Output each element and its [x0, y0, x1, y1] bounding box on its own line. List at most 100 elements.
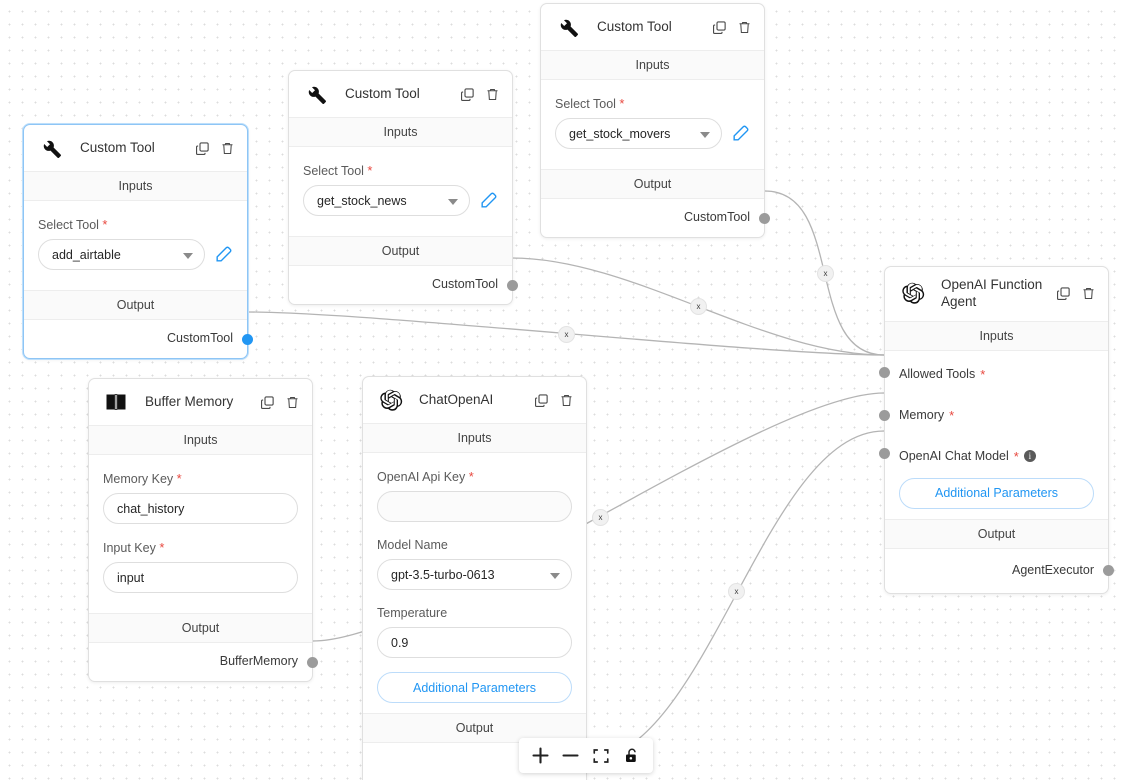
node-title: Custom Tool: [80, 139, 155, 155]
edit-icon[interactable]: [731, 124, 750, 143]
edge-delete-button[interactable]: x: [817, 265, 834, 282]
node-header-actions[interactable]: [712, 20, 752, 35]
canvas-controls-toolbar[interactable]: [519, 738, 653, 773]
allowed-tools-handle[interactable]: [879, 367, 890, 379]
allowed-tools-label: Allowed Tools: [899, 367, 976, 382]
node-header-actions[interactable]: [1056, 286, 1096, 301]
memory-key-input[interactable]: chat_history: [103, 493, 298, 524]
model-name-value: gpt-3.5-turbo-0613: [391, 567, 495, 582]
additional-parameters-button[interactable]: Additional Parameters: [377, 672, 572, 703]
zoom-out-icon[interactable]: [557, 742, 584, 769]
delete-icon[interactable]: [485, 87, 500, 102]
required-marker: *: [468, 469, 474, 484]
select-tool-dropdown[interactable]: get_stock_news: [303, 185, 470, 216]
required-marker: *: [1013, 448, 1019, 464]
fit-view-icon[interactable]: [588, 742, 615, 769]
edge-delete-button[interactable]: x: [728, 583, 745, 600]
node-header-actions[interactable]: [195, 141, 235, 156]
delete-icon[interactable]: [559, 393, 574, 408]
node-header-actions[interactable]: [460, 87, 500, 102]
node-custom-tool-2[interactable]: Custom Tool Inputs Select Tool * get_sto…: [288, 70, 518, 305]
openai-chat-model-handle[interactable]: [879, 448, 890, 460]
delete-icon[interactable]: [220, 141, 235, 156]
node-header: Custom Tool: [289, 71, 512, 117]
node-header-actions[interactable]: [260, 395, 300, 410]
output-handle[interactable]: [1103, 565, 1114, 577]
select-tool-dropdown[interactable]: get_stock_movers: [555, 118, 722, 149]
node-title: ChatOpenAI: [419, 391, 494, 407]
node-header-actions[interactable]: [534, 393, 574, 408]
node-title: Buffer Memory: [145, 393, 234, 409]
output-section-label: Output: [541, 169, 764, 199]
node-custom-tool-1[interactable]: Custom Tool Inputs Select Tool * add_air…: [23, 124, 253, 359]
chevron-down-icon: [700, 131, 710, 138]
duplicate-icon[interactable]: [260, 395, 275, 410]
duplicate-icon[interactable]: [534, 393, 549, 408]
output-section-label: Output: [89, 613, 312, 643]
duplicate-icon[interactable]: [1056, 286, 1071, 301]
temperature-label: Temperature: [377, 606, 448, 620]
lock-icon[interactable]: [618, 742, 645, 769]
required-marker: *: [619, 96, 625, 111]
memory-key-value: chat_history: [117, 501, 185, 516]
output-row: CustomTool: [541, 199, 770, 237]
required-marker: *: [159, 540, 165, 555]
inputs-section-label: Inputs: [541, 50, 764, 80]
memory-key-label: Memory Key *: [103, 471, 182, 486]
input-row-openai-chat-model: OpenAI Chat Model * i: [879, 436, 1108, 472]
duplicate-icon[interactable]: [460, 87, 475, 102]
output-row: BufferMemory: [89, 643, 318, 681]
edge-delete-button[interactable]: x: [592, 509, 609, 526]
duplicate-icon[interactable]: [195, 141, 210, 156]
edit-icon[interactable]: [479, 191, 498, 210]
output-row: AgentExecutor: [885, 549, 1114, 593]
output-handle[interactable]: [242, 333, 253, 345]
openai-api-key-input[interactable]: [377, 491, 572, 522]
node-header: ChatOpenAI: [363, 377, 586, 423]
input-key-field: Input Key * input: [89, 540, 312, 593]
output-label: CustomTool: [167, 331, 233, 345]
output-handle[interactable]: [307, 656, 318, 668]
info-icon[interactable]: i: [1023, 450, 1036, 463]
edge-delete-button[interactable]: x: [558, 326, 575, 343]
node-header: Custom Tool: [24, 125, 247, 171]
input-key-input[interactable]: input: [103, 562, 298, 593]
select-tool-dropdown[interactable]: add_airtable: [38, 239, 205, 270]
required-marker: *: [980, 366, 986, 382]
output-handle[interactable]: [759, 212, 770, 224]
node-openai-function-agent[interactable]: OpenAI Function Agent Inputs Allowed Too…: [879, 266, 1114, 594]
delete-icon[interactable]: [285, 395, 300, 410]
wrench-icon: [555, 14, 581, 40]
node-buffer-memory[interactable]: Buffer Memory Inputs Memory Key * chat_h…: [88, 378, 318, 682]
select-tool-label: Select Tool *: [38, 217, 108, 232]
openai-icon: [899, 281, 925, 307]
delete-icon[interactable]: [737, 20, 752, 35]
additional-parameters-button[interactable]: Additional Parameters: [899, 477, 1094, 509]
output-section-label: Output: [885, 518, 1108, 549]
edit-icon[interactable]: [214, 245, 233, 264]
wrench-icon: [38, 135, 64, 161]
select-tool-field: Select Tool * add_airtable: [24, 217, 247, 270]
openai-icon: [377, 387, 403, 413]
temperature-input[interactable]: 0.9: [377, 627, 572, 658]
output-label: AgentExecutor: [1012, 562, 1094, 577]
required-marker: *: [367, 163, 373, 178]
node-custom-tool-3[interactable]: Custom Tool Inputs Select Tool * get_sto…: [540, 3, 770, 238]
model-name-field: Model Name gpt-3.5-turbo-0613: [363, 538, 586, 590]
duplicate-icon[interactable]: [712, 20, 727, 35]
model-name-dropdown[interactable]: gpt-3.5-turbo-0613: [377, 559, 572, 590]
delete-icon[interactable]: [1081, 286, 1096, 301]
chevron-down-icon: [183, 252, 193, 259]
edge-delete-button[interactable]: x: [690, 298, 707, 315]
input-row-allowed-tools: Allowed Tools *: [879, 351, 1108, 395]
memory-handle[interactable]: [879, 409, 890, 421]
input-key-value: input: [117, 570, 145, 585]
temperature-value: 0.9: [391, 635, 409, 650]
select-tool-label: Select Tool *: [303, 163, 373, 178]
output-handle[interactable]: [507, 279, 518, 291]
node-chat-openai[interactable]: ChatOpenAI Inputs OpenAI Api Key * Model…: [362, 376, 592, 780]
select-tool-value: get_stock_movers: [569, 126, 671, 141]
zoom-in-icon[interactable]: [527, 742, 554, 769]
output-label: CustomTool: [684, 210, 750, 224]
